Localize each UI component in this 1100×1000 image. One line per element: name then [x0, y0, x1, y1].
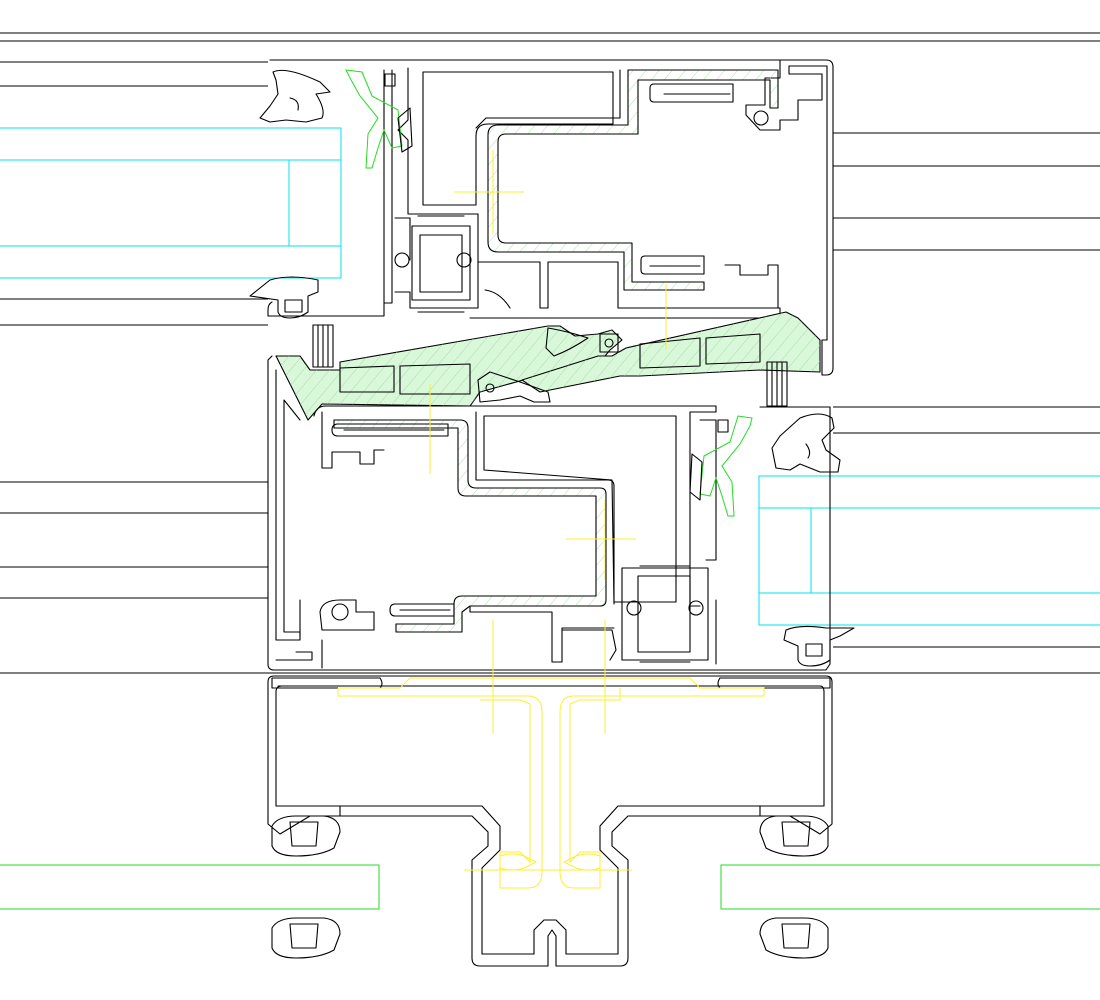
left-extension-lines	[0, 61, 1100, 674]
lower-outer-gasket	[771, 413, 855, 667]
steel-connector-yellow	[337, 150, 765, 889]
bottom-infill-panels	[0, 864, 1100, 910]
upper-outer-gasket	[249, 69, 331, 319]
right-extension-lines	[833, 132, 1100, 648]
upper-glass-pane	[0, 127, 342, 279]
lower-inner-gasket-green	[689, 415, 753, 517]
bottom-mullion-profile	[267, 675, 833, 967]
upper-inner-gasket-green	[345, 69, 413, 169]
lower-glass-pane	[758, 475, 1100, 626]
middle-thermal-break	[275, 311, 821, 421]
top-wall-lines	[0, 32, 1100, 42]
lower-sash-profile	[267, 355, 831, 671]
